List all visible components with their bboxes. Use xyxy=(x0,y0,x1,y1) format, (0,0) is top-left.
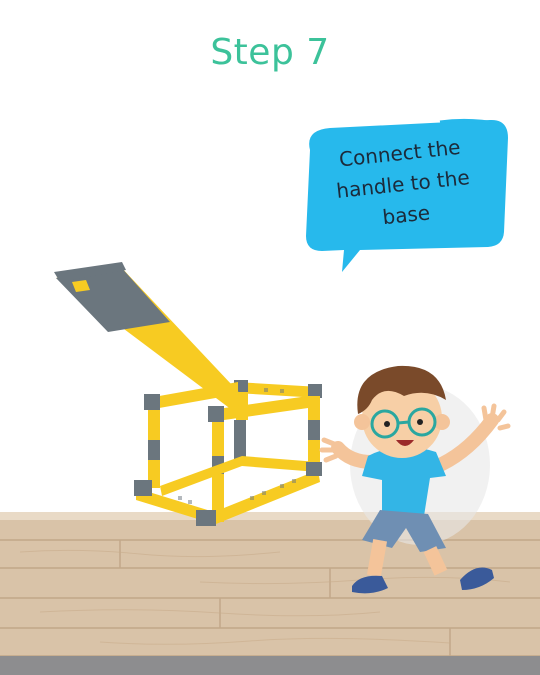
wooden-floor xyxy=(0,512,540,675)
speech-bubble-text: Connect the handle to the base xyxy=(304,128,503,240)
speech-bubble xyxy=(306,118,508,272)
boy-character xyxy=(319,365,511,594)
block-frame xyxy=(54,262,322,526)
page-title: Step 7 xyxy=(210,32,330,73)
